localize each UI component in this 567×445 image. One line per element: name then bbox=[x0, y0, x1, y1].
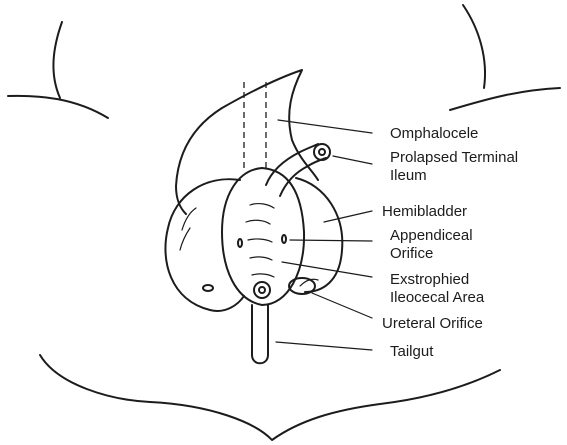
label-omphalocele: Omphalocele bbox=[390, 125, 478, 142]
body-outline-bottom bbox=[40, 355, 500, 440]
ureteral-orifice-inner bbox=[259, 287, 265, 293]
leader-tailgut bbox=[276, 342, 372, 350]
body-outline-left bbox=[53, 22, 62, 98]
leader-omphalocele bbox=[278, 120, 372, 133]
body-outline-right-fold bbox=[450, 88, 560, 110]
label-prolapsed-line2: Ileum bbox=[390, 167, 427, 184]
appendiceal-orifice-left bbox=[238, 239, 242, 247]
leader-exstrophied bbox=[282, 262, 372, 277]
label-tailgut: Tailgut bbox=[390, 343, 434, 360]
body-outline-right bbox=[463, 5, 485, 88]
leader-ureteral bbox=[312, 293, 372, 318]
ileum-orifice-inner bbox=[319, 149, 325, 155]
label-appendiceal-line1: Appendiceal bbox=[390, 227, 473, 244]
tailgut-lower bbox=[252, 305, 268, 363]
plate-folds bbox=[246, 204, 274, 277]
label-hemibladder: Hemibladder bbox=[382, 203, 467, 220]
ureteral-orifice bbox=[254, 282, 270, 298]
ileum-orifice bbox=[314, 144, 330, 160]
leader-appendiceal bbox=[290, 240, 372, 241]
leader-prolapsed bbox=[333, 156, 372, 164]
label-exstrophied-line2: Ileocecal Area bbox=[390, 289, 485, 306]
tailgut-lower-dashed bbox=[252, 330, 268, 355]
appendiceal-orifice-right bbox=[282, 235, 286, 243]
exstrophied-plate bbox=[222, 168, 304, 305]
label-prolapsed-line1: Prolapsed Terminal bbox=[390, 149, 518, 166]
hemibladder-left-pit bbox=[203, 285, 213, 291]
hemibladder-right bbox=[296, 178, 342, 292]
body-outline-left-fold bbox=[8, 96, 108, 118]
hemibladder-left-shading bbox=[180, 208, 196, 250]
leader-hemibladder bbox=[324, 211, 372, 222]
hemibladder-right-lower-lobe bbox=[289, 278, 315, 294]
label-appendiceal-line2: Orifice bbox=[390, 245, 433, 262]
label-ureteral: Ureteral Orifice bbox=[382, 315, 483, 332]
label-exstrophied-line1: Exstrophied bbox=[390, 271, 469, 288]
